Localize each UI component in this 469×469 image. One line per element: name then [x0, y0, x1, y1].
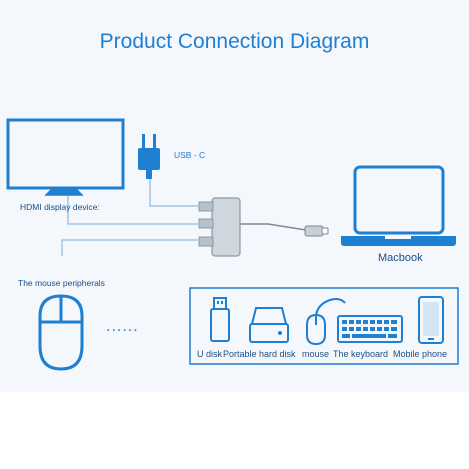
more-dots: ......	[106, 318, 139, 335]
device-label-mouse: mouse	[302, 349, 330, 359]
usb-c-connector	[304, 225, 329, 237]
macbook-label: Macbook	[378, 252, 423, 264]
device-label-keyboard: The keyboard	[333, 349, 389, 359]
mouse-peripherals-label: The mouse peripherals	[18, 278, 105, 288]
hub-device	[198, 197, 241, 257]
phone-icon	[418, 296, 444, 344]
mouse-icon	[306, 298, 346, 346]
connection-lines	[61, 178, 198, 256]
device-label-hard-disk: Portable hard disk	[223, 349, 296, 359]
device-label-u-disk: U disk	[197, 349, 223, 359]
usb-c-label: USB - C	[174, 150, 206, 160]
monitor-icon	[6, 118, 125, 196]
devices-box	[189, 287, 459, 365]
hdmi-label: HDMI display device:	[20, 202, 100, 212]
peripheral-mouse-icon	[38, 294, 84, 371]
hard-disk-icon	[249, 307, 289, 343]
page-title: Product Connection Diagram	[99, 30, 370, 53]
hdmi-line	[67, 196, 198, 225]
peripheral-line	[61, 239, 198, 256]
device-label-phone: Mobile phone	[393, 349, 448, 359]
usb-c-cable	[240, 223, 307, 231]
bottom-band	[0, 392, 469, 469]
usb-drive-icon	[210, 297, 230, 342]
power-line	[149, 178, 198, 207]
power-plug-icon	[138, 134, 160, 179]
laptop-icon	[341, 165, 456, 246]
keyboard-icon	[337, 315, 403, 343]
